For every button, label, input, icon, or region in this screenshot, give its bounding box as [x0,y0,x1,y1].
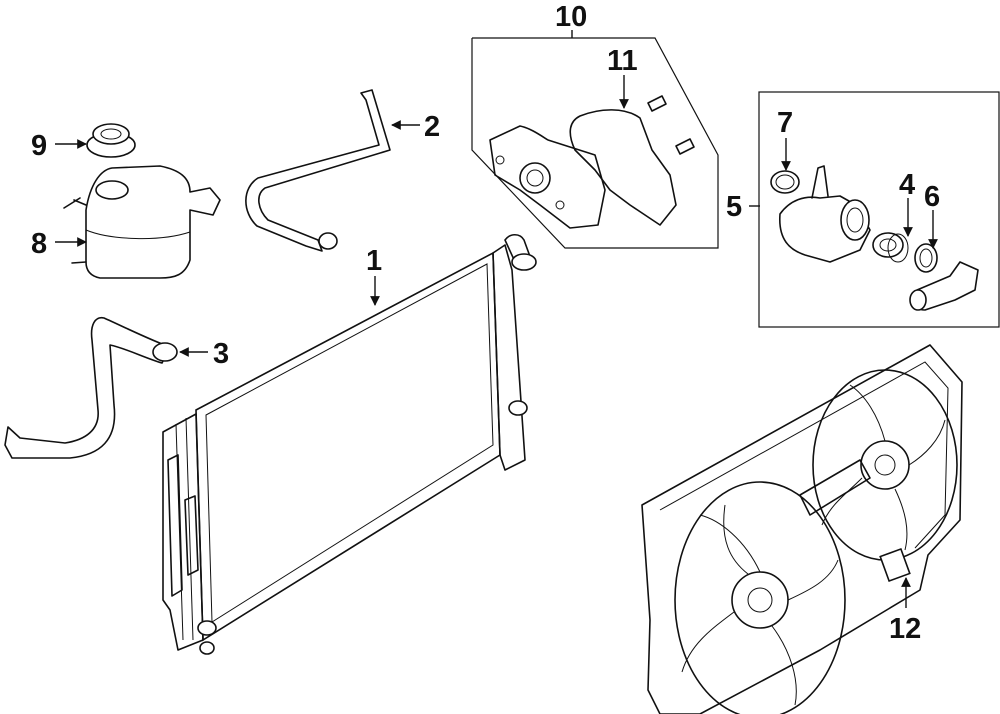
housing-seal [770,170,800,194]
lower-radiator-hose [4,316,178,459]
callout-3: 3 [213,338,229,370]
upper-radiator-hose [245,89,391,252]
coolant-reservoir [63,165,221,279]
water-pump-gasket [569,109,677,226]
callout-11: 11 [607,45,638,77]
reservoir-cap [86,123,136,158]
leader-lines [55,30,938,608]
radiator [162,233,537,655]
callout-8: 8 [31,228,47,260]
callout-5: 5 [726,191,742,223]
callout-2: 2 [424,111,440,143]
callout-4: 4 [899,169,915,201]
callout-10: 10 [555,1,587,33]
water-pump-box [471,37,719,249]
callout-9: 9 [31,130,47,162]
callout-12: 12 [889,613,921,645]
callout-1: 1 [366,245,382,277]
callout-7: 7 [777,107,793,139]
thermostat-gasket [914,243,938,273]
callout-labels: 1 2 3 4 5 6 7 8 9 10 11 12 [31,1,940,645]
callout-6: 6 [924,181,940,213]
cooling-fan-assembly [641,344,963,714]
thermostat-box [758,91,1000,328]
